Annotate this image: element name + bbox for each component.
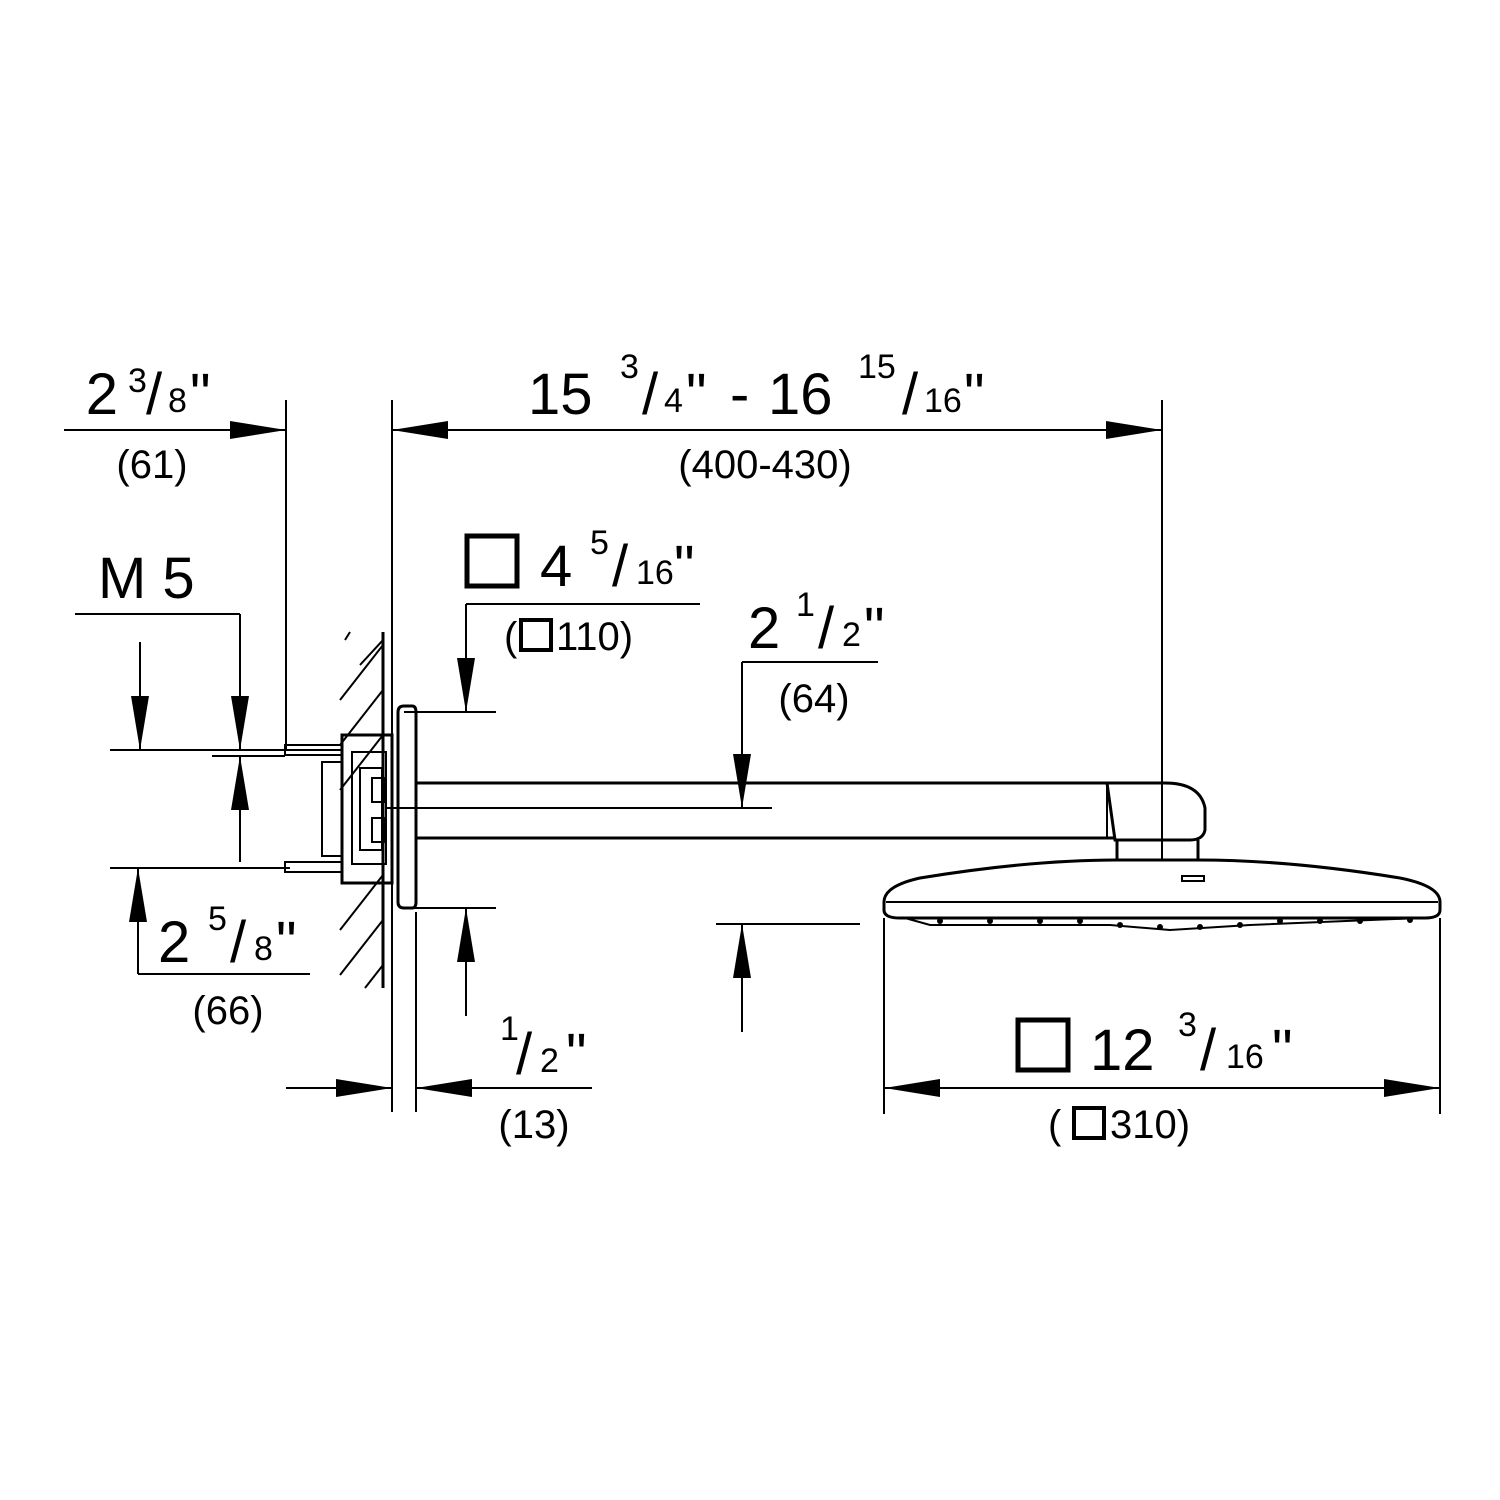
wall-section	[339, 400, 393, 1112]
bolt-whole: 2	[158, 910, 190, 975]
head-metric-value: 310)	[1110, 1103, 1190, 1147]
depth-den: 2	[540, 1042, 559, 1080]
length-b-den: 16	[924, 382, 962, 420]
shower-arm	[416, 781, 1207, 862]
length-b-num: 15	[858, 348, 896, 386]
arm-den: 2	[842, 616, 861, 654]
flange-metric-open: (	[504, 615, 518, 659]
flange-den: 16	[636, 554, 674, 592]
bolt-num: 5	[208, 900, 227, 938]
offset-den: 8	[168, 382, 187, 420]
svg-text:/: /	[516, 1022, 533, 1087]
offset-num: 3	[128, 362, 147, 400]
dimension-offset-2-3-8: 2 3 / 8 " (61)	[64, 362, 287, 750]
depth-unit: "	[566, 1022, 587, 1087]
length-a-num: 3	[620, 348, 639, 386]
spray-nozzles	[937, 917, 1413, 930]
length-b-whole: 16	[768, 362, 833, 427]
head-num: 3	[1178, 1006, 1197, 1044]
offset-metric: (61)	[116, 443, 187, 487]
svg-text:/: /	[642, 362, 659, 427]
arm-unit: "	[864, 596, 885, 661]
flange-num: 5	[590, 524, 609, 562]
dimension-flange-depth: 1 / 2 " (13)	[286, 912, 592, 1147]
length-sep: -	[730, 362, 749, 427]
dimension-arm-height: 2 1 / 2 " (64)	[386, 586, 885, 1032]
head-den: 16	[1226, 1038, 1264, 1076]
dimension-thread-m5: M 5	[75, 546, 342, 751]
dimension-flange-square: 4 5 / 16 " ( 110)	[404, 524, 700, 1016]
bolt-den: 8	[254, 930, 273, 968]
length-metric: (400-430)	[678, 443, 851, 487]
length-a-den: 4	[664, 382, 683, 420]
square-symbol-head-small-icon	[1072, 1106, 1106, 1140]
flange-whole: 4	[540, 534, 572, 599]
square-symbol-head-icon	[1015, 1017, 1071, 1073]
offset-unit: "	[190, 362, 211, 427]
length-b-unit: "	[964, 362, 985, 427]
length-a-unit: "	[686, 362, 707, 427]
square-symbol-icon	[464, 533, 520, 589]
svg-text:/: /	[818, 596, 835, 661]
shower-head	[882, 858, 1442, 932]
dimension-overall-length: 15 3 / 4 " - 16 15 / 16 " (400-430)	[392, 348, 1163, 860]
dimension-head-square: 12 3 / 16 " ( 310)	[883, 918, 1441, 1147]
svg-text:/: /	[612, 534, 629, 599]
svg-text:/: /	[230, 910, 247, 975]
bolt-unit: "	[276, 910, 297, 975]
depth-metric: (13)	[498, 1103, 569, 1147]
head-unit: "	[1272, 1018, 1293, 1083]
offset-whole: 2	[86, 362, 118, 427]
flange-unit: "	[674, 534, 695, 599]
head-whole: 12	[1090, 1018, 1155, 1083]
length-a-whole: 15	[528, 362, 593, 427]
svg-text:/: /	[902, 362, 919, 427]
flange-metric-value: 110)	[556, 615, 633, 659]
svg-text:2: 2	[86, 362, 118, 427]
bolt-metric: (66)	[192, 989, 263, 1033]
dimension-bolt-spacing: 2 5 / 8 " (66)	[110, 756, 310, 1033]
svg-text:/: /	[146, 362, 163, 427]
arm-whole: 2	[748, 596, 780, 661]
arm-metric: (64)	[778, 677, 849, 721]
arm-num: 1	[796, 586, 815, 624]
depth-num: 1	[500, 1010, 519, 1048]
thread-label: M 5	[98, 546, 195, 611]
square-symbol-small-icon	[519, 618, 553, 652]
svg-text:/: /	[1200, 1018, 1217, 1083]
head-metric-open: (	[1048, 1103, 1062, 1147]
